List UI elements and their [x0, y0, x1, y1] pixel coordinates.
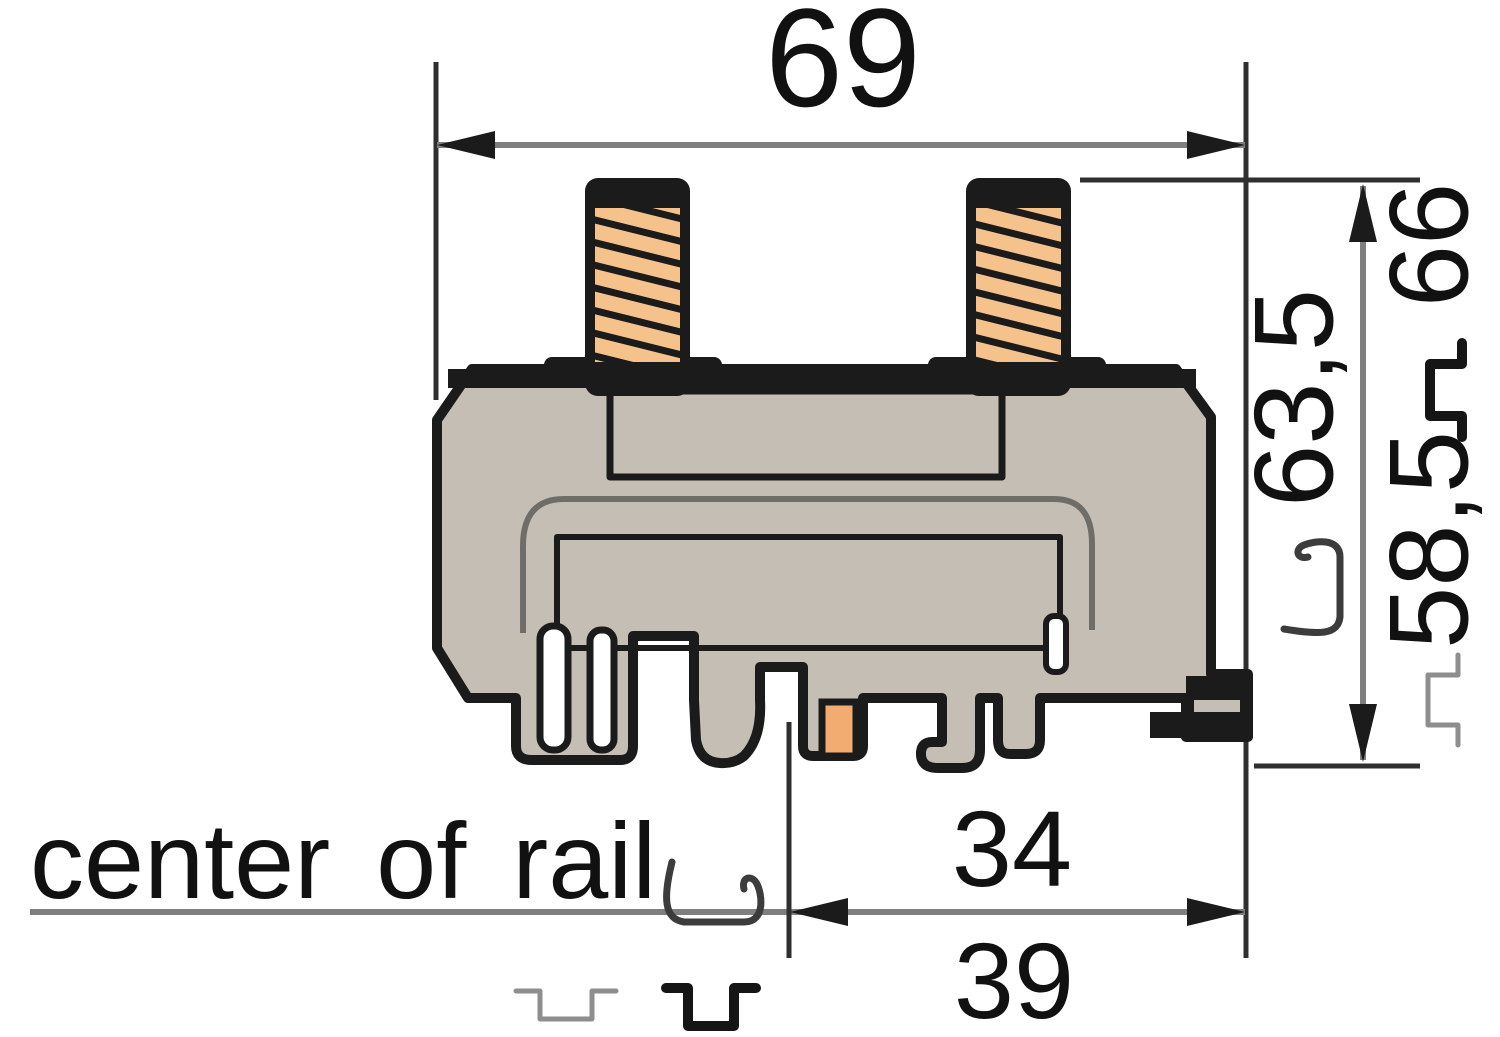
threaded-stud-left — [585, 178, 690, 396]
label-height-58-5: 58,5 — [1367, 431, 1492, 649]
label-height-63-5: 63,5 — [1232, 289, 1357, 507]
ts-rail-profile-rotated-icon — [1425, 338, 1467, 442]
arrowhead-up-icon — [1349, 184, 1377, 242]
ts-rail-profile-large-icon — [661, 983, 761, 1031]
label-height-66: 66 — [1367, 183, 1492, 308]
terminal-block-body — [432, 178, 1253, 773]
label-offset-34: 34 — [952, 788, 1072, 909]
arrowhead-right-icon — [1187, 131, 1245, 159]
g-rail-profile-icon — [663, 858, 765, 926]
clamp-contour — [520, 496, 1095, 633]
foot-slot-left — [536, 622, 572, 754]
arrowhead-offset-left-icon — [790, 898, 848, 926]
extension-lines — [433, 62, 1420, 958]
arrowhead-offset-right-icon — [1187, 898, 1245, 926]
ts-rail-profile-rotated-gray-icon — [1425, 652, 1461, 748]
right-step-lower-band — [1150, 712, 1248, 738]
arrowhead-left-icon — [437, 131, 495, 159]
label-center-of-rail: center of rail — [30, 800, 656, 921]
marking-recess — [606, 387, 1006, 481]
rail-profile-symbols — [513, 338, 1467, 1031]
stud-left-threads — [595, 208, 680, 362]
right-side-slot — [1043, 613, 1069, 675]
dimension-labels: 69 34 39 center of rail 63,5 66 58,5 — [30, 0, 1492, 1037]
contact-pad — [818, 698, 860, 760]
ts-rail-profile-small-icon — [513, 988, 619, 1022]
foot-slot-right — [586, 626, 618, 754]
g-rail-profile-rotated-icon — [1280, 538, 1344, 637]
arrowhead-down-icon — [1349, 704, 1377, 762]
right-step-slit — [1194, 700, 1240, 712]
label-offset-39: 39 — [954, 920, 1074, 1037]
dimension-lines — [30, 131, 1377, 958]
stud-right-threads — [976, 208, 1061, 362]
threaded-stud-right — [966, 178, 1071, 396]
label-width-69: 69 — [765, 0, 921, 136]
